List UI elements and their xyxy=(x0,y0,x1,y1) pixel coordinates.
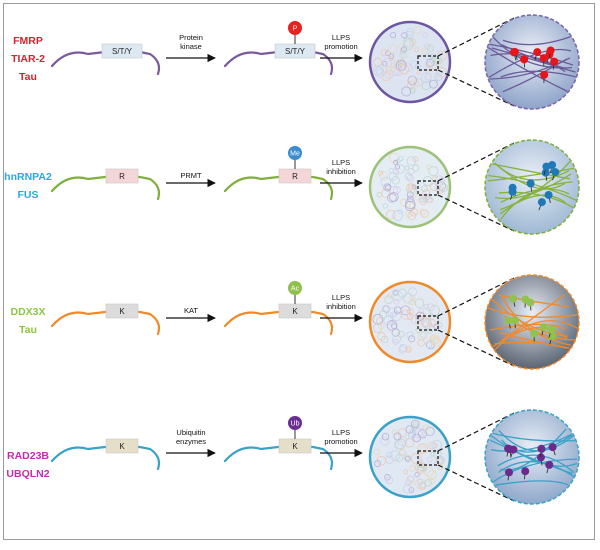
figure-border xyxy=(3,3,595,540)
